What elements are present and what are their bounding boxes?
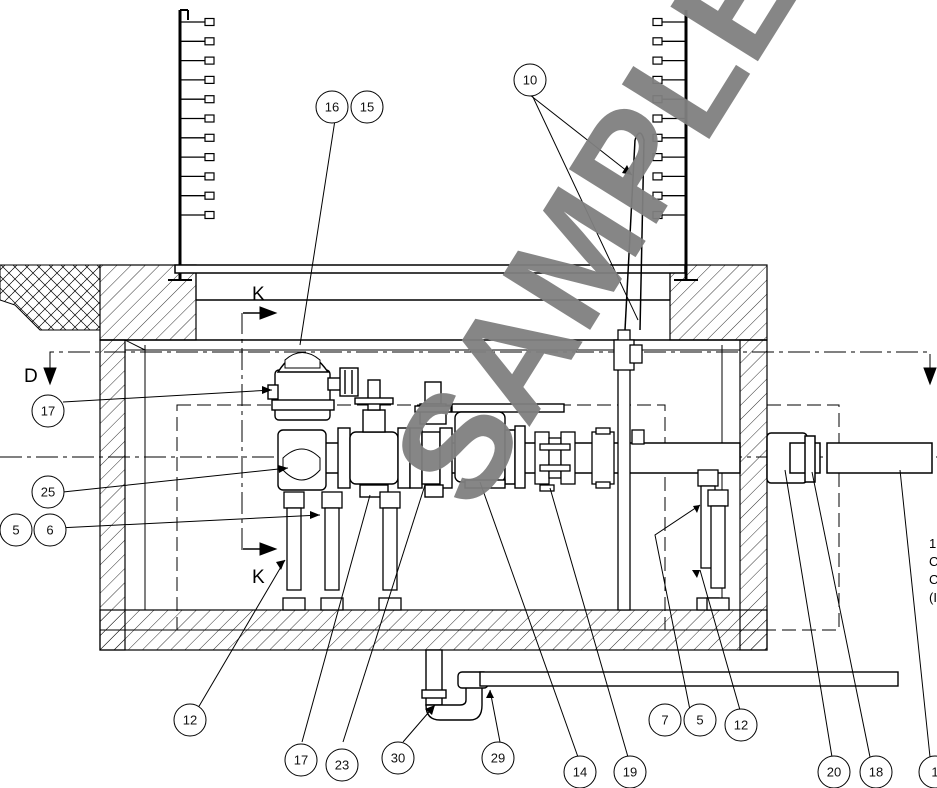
balloon-25: 25	[31, 475, 65, 509]
section-k-bottom: K	[252, 567, 265, 588]
ladder-rung	[180, 75, 215, 85]
section-k-top: K	[252, 284, 265, 305]
balloon-18: 18	[859, 755, 893, 788]
ladder-rung	[180, 56, 215, 65]
ladder-rung	[652, 133, 686, 142]
balloon-16-label: 16	[325, 100, 339, 115]
balloon-12-right: 12	[724, 708, 758, 742]
pipe-stand	[320, 491, 344, 611]
balloon-17-left: 17	[31, 394, 65, 428]
balloon-5-right: 5	[683, 703, 717, 737]
ladder-rung	[652, 75, 686, 85]
ladder-rung	[652, 56, 686, 65]
section-d-left: D	[24, 366, 38, 387]
pipe-stand	[378, 491, 402, 611]
side-note-line-3: C	[929, 572, 937, 587]
balloon-5-left-label: 5	[12, 523, 19, 538]
balloon-23: 23	[325, 748, 359, 782]
ladder-rung	[652, 172, 686, 181]
side-note-line-1: 1	[929, 536, 936, 551]
support-column	[613, 329, 645, 611]
ladder-left-rungs	[180, 17, 215, 220]
balloon-16: 16	[315, 90, 349, 124]
balloon-12-right-label: 12	[734, 718, 748, 733]
pipe-stand	[706, 489, 730, 611]
ladder-rung	[180, 191, 215, 200]
air-valve-assembly	[267, 352, 359, 491]
balloon-23-label: 23	[335, 758, 349, 773]
balloon-15-label: 15	[360, 100, 374, 115]
balloon-25-label: 25	[41, 485, 55, 500]
dismantling-joint	[534, 427, 615, 492]
balloon-20: 20	[817, 755, 851, 788]
balloon-30: 30	[381, 741, 415, 775]
pipe-stand	[282, 491, 306, 611]
balloon-18-label: 18	[869, 765, 883, 780]
balloon-1: 1	[918, 755, 937, 788]
ladder-rung	[652, 153, 686, 162]
balloon-10-label: 10	[523, 73, 537, 88]
ladder-rung	[180, 210, 215, 220]
balloon-20-label: 20	[827, 765, 841, 780]
leader-arrowheads	[262, 165, 700, 715]
ladder-rung	[180, 17, 215, 27]
balloon-7-label: 7	[661, 713, 668, 728]
balloon-19-label: 19	[623, 765, 637, 780]
balloon-7: 7	[648, 703, 682, 737]
ladder-rung	[180, 37, 215, 46]
ladder-rung	[652, 37, 686, 46]
balloon-5-right-label: 5	[696, 713, 703, 728]
soil-area	[0, 264, 101, 331]
ladder-rung	[652, 191, 686, 200]
balloon-30-label: 30	[391, 751, 405, 766]
drain-pipe	[421, 649, 899, 721]
balloon-17-left-label: 17	[41, 404, 55, 419]
section-arrows	[43, 306, 937, 556]
strainer-body	[451, 403, 565, 489]
side-note-line-4: (I	[929, 590, 937, 605]
balloon-19: 19	[613, 755, 647, 788]
ladder-rung	[180, 172, 215, 181]
ladder-rung	[652, 95, 686, 104]
balloon-29: 29	[481, 741, 515, 775]
ladder-rung	[180, 95, 215, 104]
balloon-15: 15	[350, 90, 384, 124]
ladder-right-rungs	[652, 17, 686, 220]
balloon-12-left: 12	[173, 703, 207, 737]
balloon-12-left-label: 12	[183, 713, 197, 728]
ladder-rung	[652, 17, 686, 27]
balloon-17-bottom: 17	[284, 743, 318, 777]
balloon-1-label: 1	[931, 765, 937, 780]
balloon-6: 6	[33, 513, 67, 547]
ladder-rung	[652, 114, 686, 123]
balloon-14-label: 14	[573, 765, 587, 780]
ladder-rung	[652, 210, 686, 220]
access-ladder-left	[178, 9, 189, 280]
balloon-29-label: 29	[491, 751, 505, 766]
balloon-17-bottom-label: 17	[294, 753, 308, 768]
side-note-line-2: C	[929, 554, 937, 569]
chamber-top-slab	[99, 264, 768, 341]
ladder-rung	[180, 133, 215, 142]
ladder-rung	[180, 153, 215, 162]
balloon-6-label: 6	[46, 523, 53, 538]
pipe-stands	[282, 469, 730, 611]
balloon-10: 10	[513, 63, 547, 97]
valve-key-rod	[624, 132, 645, 331]
ladder-rung	[180, 114, 215, 123]
balloon-5-left: 5	[0, 513, 33, 547]
gate-valves	[337, 379, 453, 498]
balloon-14: 14	[563, 755, 597, 788]
